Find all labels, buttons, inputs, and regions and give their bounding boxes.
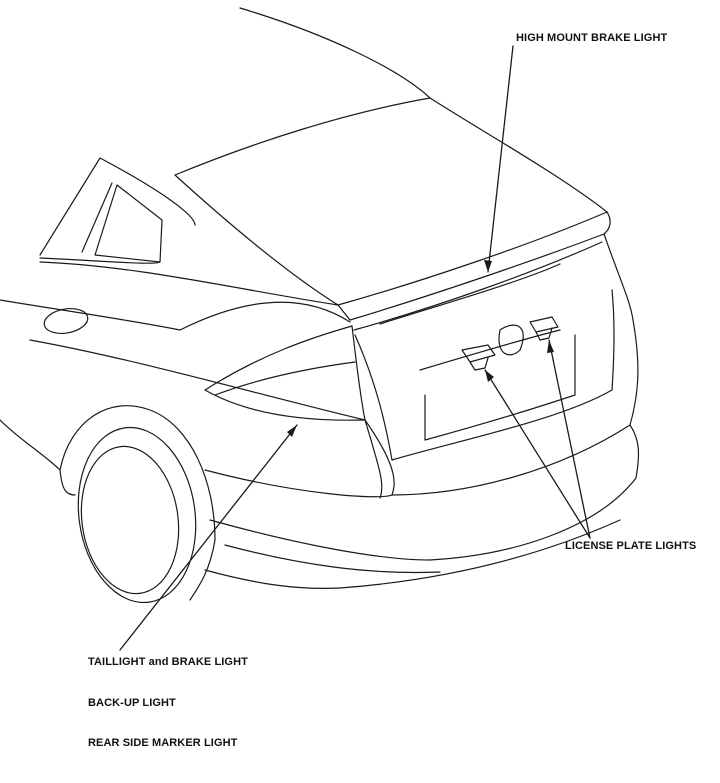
label-license-plate-lights: LICENSE PLATE LIGHTS [565,540,697,552]
leader-taillight [119,424,298,651]
label-taillight-brake-light: TAILLIGHT and BRAKE LIGHT [88,656,248,668]
leader-high-mount-brake-light [487,45,514,273]
body-side [0,261,366,471]
leader-license-plate-light-left [484,369,591,539]
rear-bumper [204,419,640,590]
license-plate-lights [461,316,559,371]
taillight-assembly [204,325,366,421]
arrowhead-license-right [547,340,554,353]
leader-arrowheads [287,260,554,437]
arrowhead-taillight [287,425,297,437]
arrowhead-license-left [485,370,494,382]
label-back-up-light: BACK-UP LIGHT [88,697,176,709]
side-window [39,157,196,264]
leader-lines [119,45,591,651]
rear-spoiler [337,211,611,331]
tailgate-lower [354,233,639,496]
roof-outline [174,7,608,213]
rear-window [174,174,608,306]
leader-license-plate-light-right [548,339,591,539]
arrowhead-high-mount [484,260,492,272]
rear-wheel [59,405,216,604]
label-rear-side-marker-light: REAR SIDE MARKER LIGHT [88,737,238,749]
label-high-mount-brake-light: HIGH MOUNT BRAKE LIGHT [516,32,668,44]
